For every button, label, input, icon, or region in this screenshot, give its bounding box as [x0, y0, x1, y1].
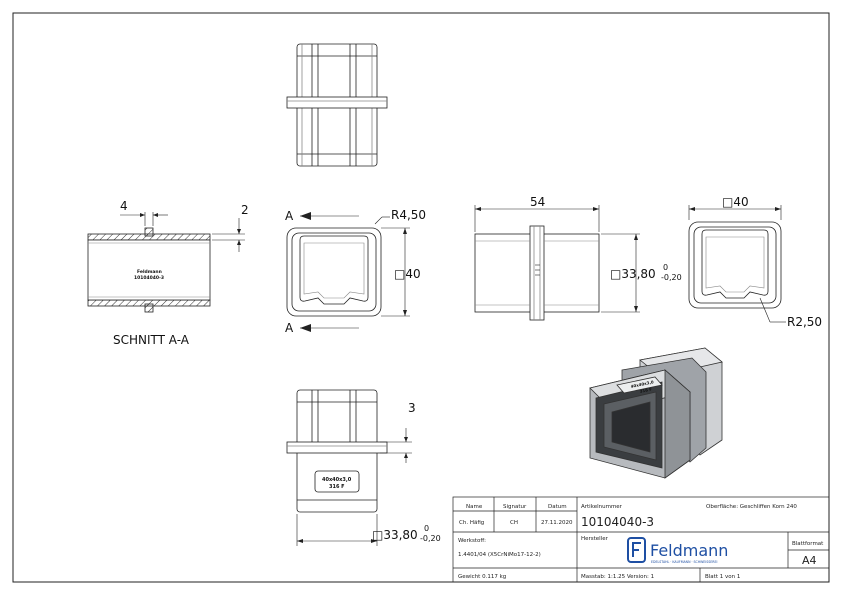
tb-header-name: Name — [466, 504, 483, 510]
dim-square-3380-bottom: □33,80 — [372, 528, 418, 542]
section-marker-bottom: A — [285, 321, 294, 335]
dim-side-gap: 4 — [120, 199, 128, 213]
dim-radius-outer: R4,50 — [391, 208, 426, 222]
bottom-view — [286, 389, 412, 546]
tb-artikel-label: Artikelnummer — [581, 504, 623, 510]
section-arrow-top — [300, 212, 311, 220]
engraving-text-2: 10104040-3 — [134, 275, 164, 281]
dim-square-3380-side: □33,80 — [610, 267, 656, 281]
section-label: SCHNITT A-A — [113, 333, 190, 347]
section-view — [87, 212, 245, 313]
tb-logo-tagline: EDELSTAHL · KAUFMANN · SCHWEISSEREI — [651, 560, 718, 564]
tb-oberflaeche: Oberfläche: Geschliffen Korn 240 — [706, 504, 797, 510]
tb-header-signatur: Signatur — [503, 504, 527, 510]
dim-radius-inner: R2,50 — [787, 315, 822, 329]
dim-side-depth: 2 — [241, 203, 249, 217]
dim-stop-height: 3 — [408, 401, 416, 415]
dim-square-40-front: □40 — [394, 267, 421, 281]
tb-datum: 27.11.2020 — [541, 520, 573, 526]
engraving-text-1: Feldmann — [137, 269, 162, 275]
iso-plate-text-2: 316 F — [639, 386, 653, 394]
isometric-view — [589, 347, 723, 479]
dim-tol-upper-bottom: 0 — [424, 524, 429, 533]
tb-blattformat-label: Blattformat — [792, 541, 824, 547]
plate-text-2: 316 F — [329, 484, 345, 490]
section-arrow-bottom — [300, 324, 311, 332]
tb-header-datum: Datum — [548, 504, 567, 510]
tb-hersteller-label: Hersteller — [581, 536, 609, 542]
tb-massstab: Masstab: 1:1.25 Version: 1 — [581, 574, 654, 580]
title-block — [452, 496, 830, 583]
sheet-border — [12, 12, 830, 583]
tb-blatt: Blatt 1 von 1 — [705, 574, 740, 580]
tb-gewicht: Gewicht 0.117 kg — [458, 574, 506, 580]
tb-artikel-nummer: 10104040-3 — [581, 515, 654, 529]
tb-werkstoff-value: 1.4401/04 (X5CrNiMo17-12-2) — [458, 552, 541, 558]
dim-square-40-right: □40 — [722, 195, 749, 209]
right-profile-view — [688, 205, 786, 323]
top-view — [286, 43, 388, 167]
section-marker-top: A — [285, 209, 294, 223]
tb-blattformat-value: A4 — [802, 554, 817, 567]
iso-plate-text-1: 40x40x3,0 — [630, 379, 654, 389]
dim-tol-lower-bottom: -0,20 — [420, 534, 441, 543]
tb-logo-name: Feldmann — [650, 541, 728, 560]
plate-text-1: 40x40x3,0 — [322, 477, 352, 483]
dim-length-54: 54 — [530, 195, 545, 209]
dim-tol-lower-side: -0,20 — [661, 273, 682, 282]
dim-tol-upper-side: 0 — [663, 263, 668, 272]
side-view — [474, 205, 640, 321]
front-profile-view — [286, 215, 410, 329]
tb-werkstoff-label: Werkstoff: — [458, 538, 486, 544]
feldmann-logo-icon — [627, 537, 646, 563]
tb-name: Ch. Häfig — [459, 520, 484, 526]
tb-signatur: CH — [510, 520, 518, 526]
